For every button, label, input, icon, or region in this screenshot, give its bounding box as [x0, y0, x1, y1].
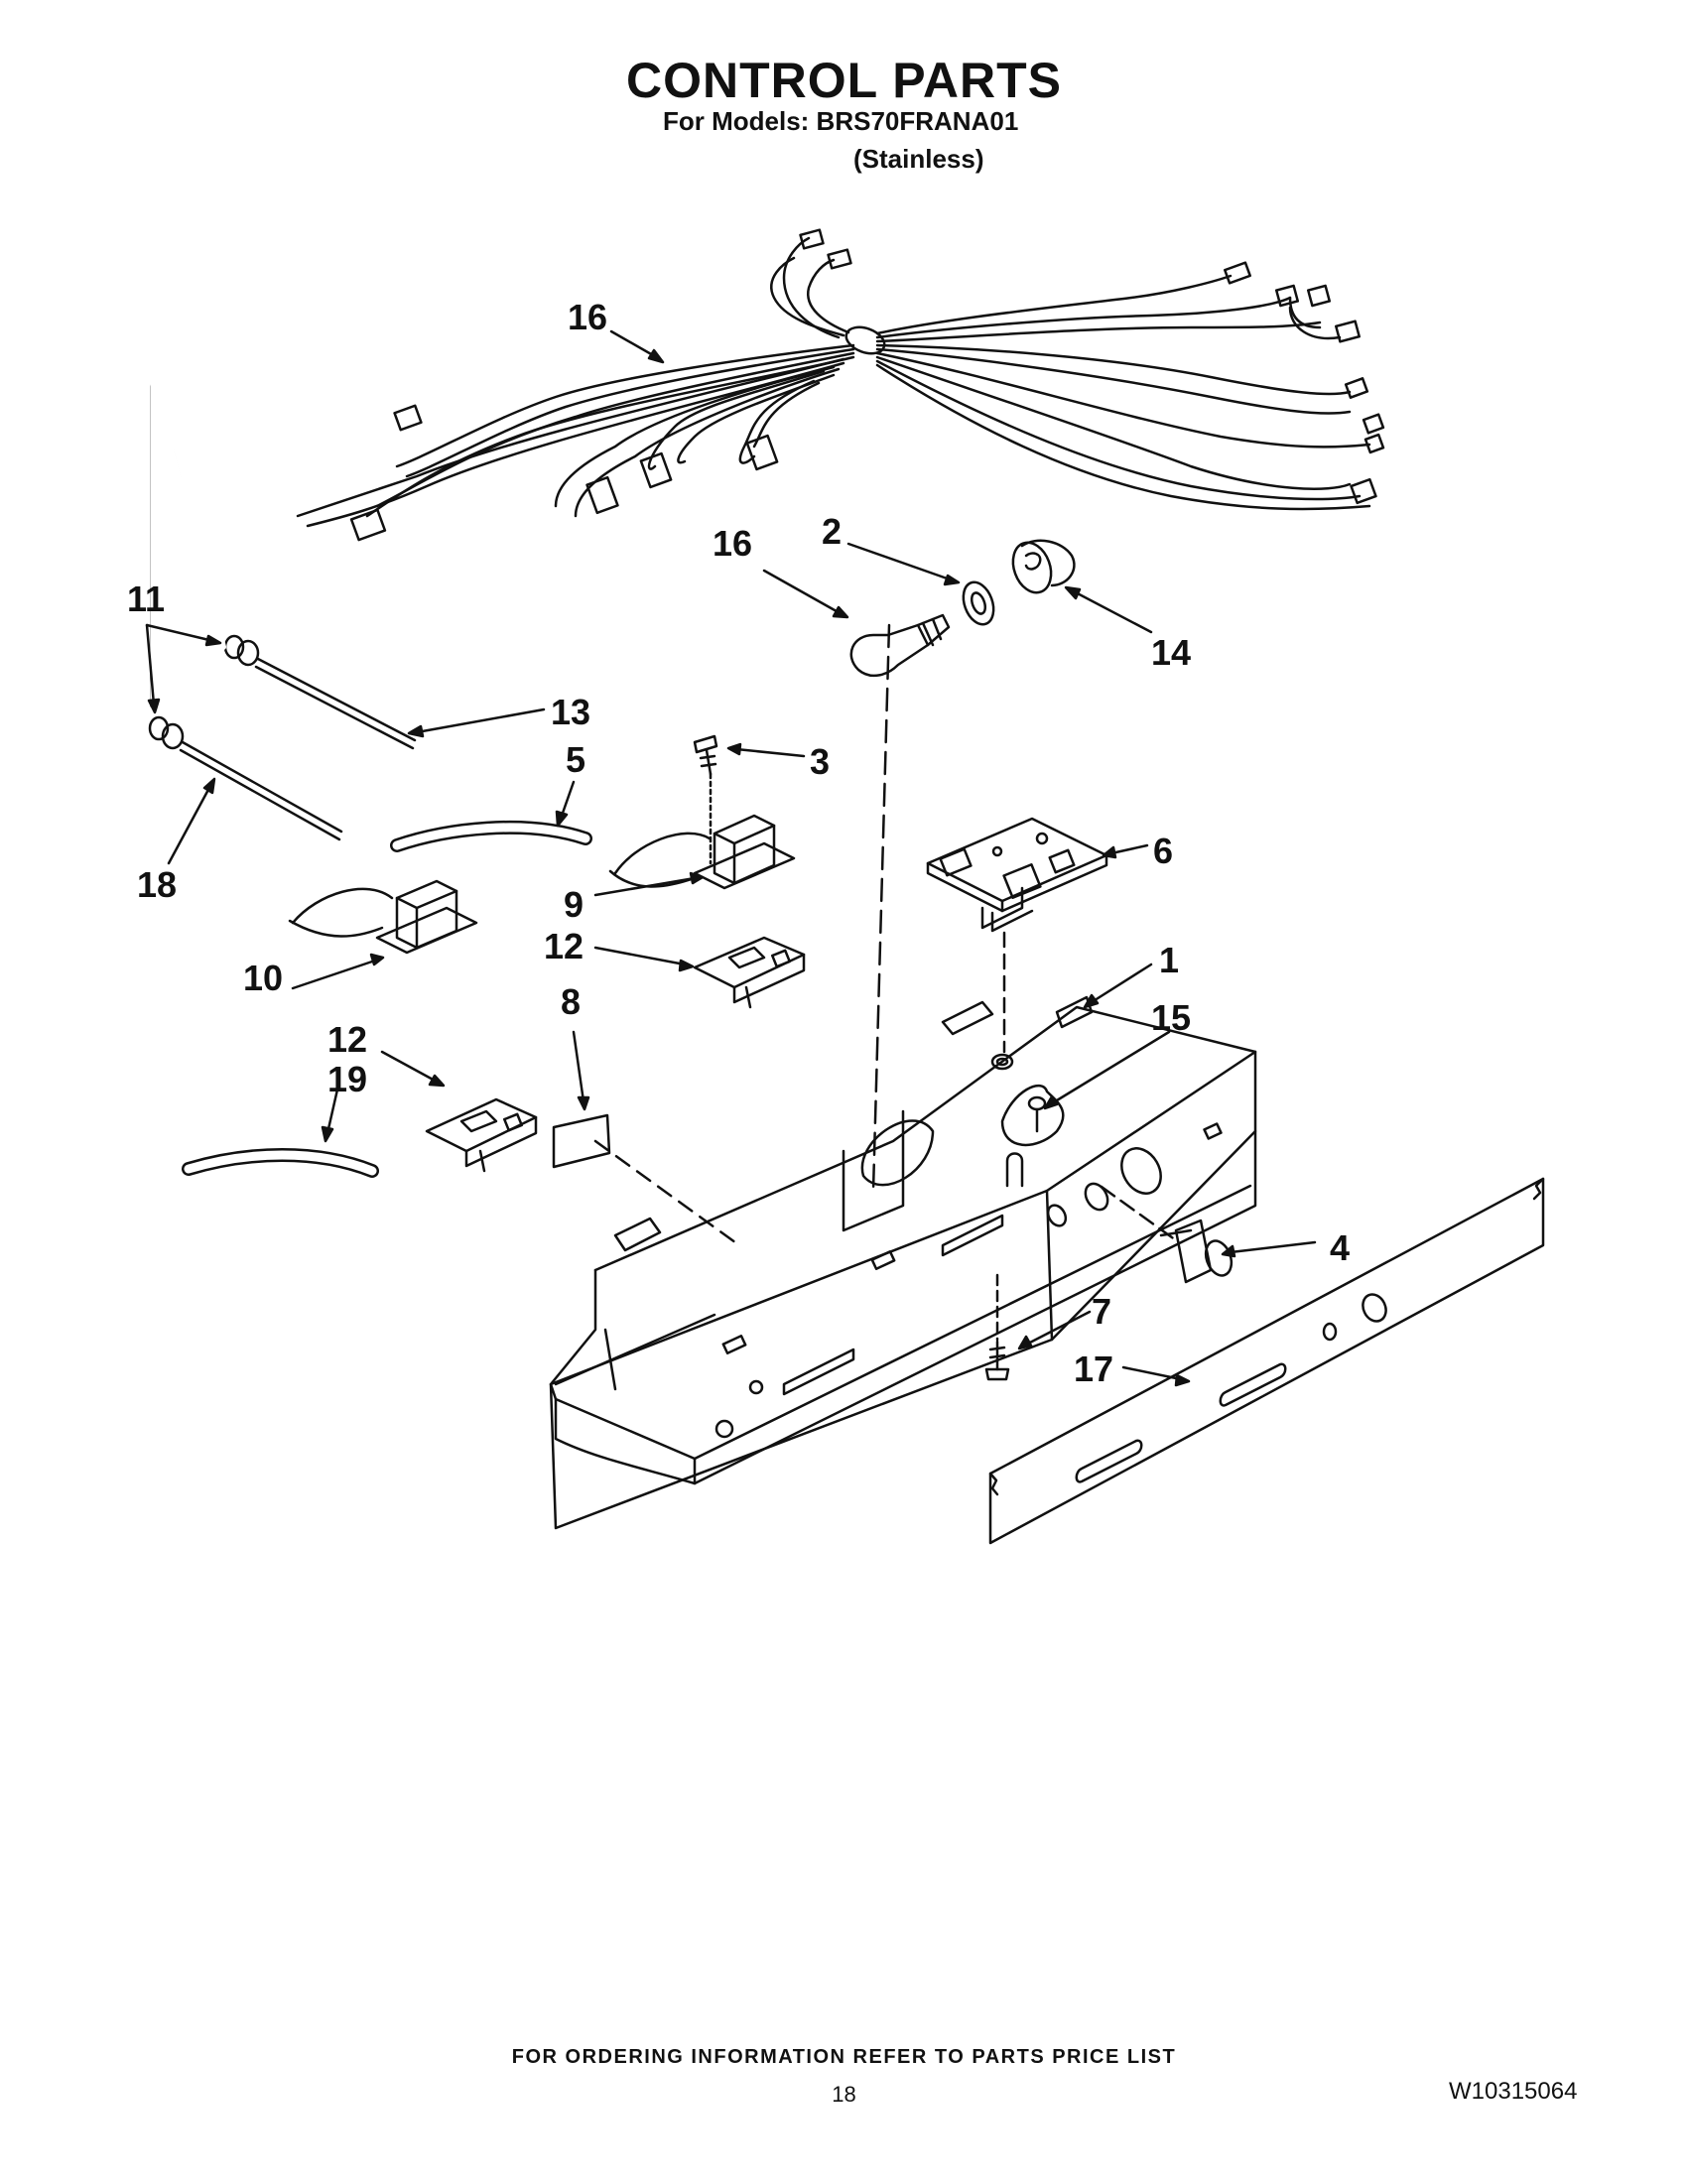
switch-10 [288, 879, 478, 955]
callout-11: 11 [127, 578, 165, 619]
switch-9 [608, 814, 796, 890]
wire-harness [296, 228, 1385, 542]
callout-9: 9 [564, 884, 584, 925]
callout-6: 6 [1153, 831, 1173, 871]
callout-12-upper: 12 [544, 926, 584, 966]
callout-16-harness: 16 [568, 297, 607, 337]
document-number: W10315064 [1449, 2078, 1578, 2105]
light-socket [1011, 539, 1076, 594]
control-housing [549, 623, 1257, 1530]
callout-2: 2 [822, 511, 842, 552]
callout-14: 14 [1151, 632, 1191, 673]
callout-11-leaders [144, 356, 226, 714]
page-number: 18 [832, 2082, 856, 2107]
callout-13: 13 [551, 692, 590, 732]
socket-ring [962, 580, 995, 626]
callout-17: 17 [1074, 1349, 1113, 1389]
callout-3: 3 [810, 741, 830, 782]
page-title: CONTROL PARTS [626, 53, 1062, 108]
callout-10: 10 [243, 958, 283, 998]
trim-panel [988, 1177, 1545, 1545]
thermistor-lower [148, 715, 343, 841]
callout-5: 5 [566, 739, 585, 780]
callout-8: 8 [561, 981, 581, 1022]
callout-7: 7 [1092, 1291, 1111, 1332]
label-8 [552, 1113, 611, 1169]
callout-1: 1 [1159, 940, 1179, 980]
callout-12-lower: 12 [327, 1019, 367, 1060]
callout-labels: 16 16 2 14 11 13 5 3 18 6 9 10 12 1 8 15… [127, 297, 1350, 1389]
callout-18: 18 [137, 864, 177, 905]
fastener-15 [1000, 1085, 1065, 1147]
callout-4: 4 [1330, 1227, 1350, 1268]
bracket-12-upper [693, 936, 806, 1009]
knob-4 [1100, 1185, 1234, 1284]
screw-3 [693, 734, 718, 865]
ordering-note: FOR ORDERING INFORMATION REFER TO PARTS … [511, 2046, 1177, 2068]
callout-15: 15 [1151, 997, 1191, 1038]
light-bulb [849, 613, 951, 678]
callout-16-bulb: 16 [713, 523, 752, 564]
thermistor-upper [223, 634, 417, 750]
screw-7 [984, 1273, 1010, 1381]
bracket-12-lower [425, 1097, 538, 1173]
variant-label: (Stainless) [853, 144, 984, 174]
callout-19: 19 [327, 1059, 367, 1099]
models-line: For Models: BRS70FRANA01 [663, 106, 1019, 136]
